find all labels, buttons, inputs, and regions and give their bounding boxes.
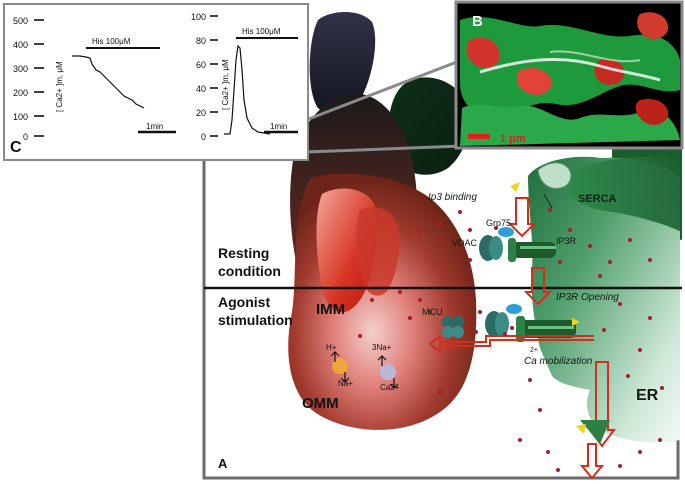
left-ytick-100: 100	[13, 112, 28, 122]
mcu-label: MCU	[422, 307, 443, 317]
ca-down-arrow	[389, 378, 399, 389]
ca-mobilization-label: Ca mobilization	[524, 356, 593, 367]
serca-pump	[510, 162, 572, 209]
right-ytick-60: 60	[196, 60, 206, 70]
na-plus-label: Na+	[338, 379, 353, 388]
na-ca-exchanger-sphere	[380, 364, 396, 380]
h-up-arrow	[330, 351, 340, 362]
vdac-channel-resting	[479, 235, 503, 261]
na-down-arrow	[340, 372, 350, 383]
right-ytick-100: 100	[191, 12, 206, 22]
right-ytick-80: 80	[196, 36, 206, 46]
mcu-channel	[442, 316, 464, 338]
panel-c-letter: C	[10, 139, 22, 156]
h-exchanger-sphere	[332, 358, 348, 374]
imm-label: IMM	[316, 301, 345, 318]
left-ytick-200: 200	[13, 88, 28, 98]
serca-label: SERCA	[578, 193, 617, 205]
agonist-label-1: Agonist	[218, 294, 270, 310]
three-na-up-arrow	[377, 355, 387, 366]
vdac-channel-open	[485, 311, 509, 337]
left-stim-label: His 100μM	[92, 37, 131, 46]
right-plot: 100 80 60 40 20 0 [ Ca2+ ]m, μM His 100μ…	[191, 12, 298, 142]
panel-a-letter: A	[218, 456, 228, 471]
er-body	[528, 156, 680, 443]
ca2-label: Ca2+	[380, 383, 400, 392]
ip3r-channel-open	[516, 316, 580, 342]
calcium-ions	[358, 208, 664, 472]
ip3r-channel-resting	[508, 238, 556, 262]
right-ytick-40: 40	[196, 84, 206, 94]
ip3r-opening-label: IP3R Opening	[556, 292, 619, 303]
right-ylabel: [ Ca2+ ]m, μM	[221, 59, 230, 110]
er-outlet-arrow	[576, 361, 616, 480]
left-ylabel: [ Ca2+ ]m, μM	[55, 61, 64, 112]
ip3r-opening-arrow	[523, 267, 553, 306]
h-plus-label: H+	[326, 343, 337, 352]
grp75-open	[506, 304, 522, 314]
ip3r-label: IP3R	[556, 236, 577, 246]
er-serca-region	[560, 156, 682, 232]
mitochondrial-crista-2	[356, 206, 400, 296]
grp75-resting	[498, 227, 514, 237]
connector-c-to-b	[305, 58, 463, 122]
omm-label: OMM	[302, 395, 339, 412]
left-trace	[72, 55, 145, 109]
left-ytick-400: 400	[13, 40, 28, 50]
right-ytick-20: 20	[196, 108, 206, 118]
grp75-label: Grp75	[486, 218, 511, 228]
left-plot: 500 400 300 200 100 0 [ Ca2+ ]m, μM His …	[13, 16, 176, 142]
right-stim-label: His 100μM	[242, 27, 281, 36]
left-scale-label: 1min	[146, 122, 163, 131]
left-ytick-0: 0	[23, 132, 28, 142]
right-scale-label: 1min	[270, 122, 287, 131]
ca-mobilization-superscript: 2+	[530, 347, 538, 354]
agonist-label-2: stimulation	[218, 312, 293, 328]
panel-b-letter: B	[472, 13, 483, 30]
resting-label-2: condition	[218, 263, 281, 279]
ip3-binding-arrow	[507, 197, 537, 238]
resting-label-1: Resting	[218, 245, 269, 261]
panel-c-frame	[3, 3, 309, 161]
er-label: ER	[636, 387, 659, 404]
ca-flux-arrow	[428, 333, 594, 355]
ip3-binding-label: Ip3 binding	[428, 192, 477, 203]
left-ytick-300: 300	[13, 64, 28, 74]
left-ytick-500: 500	[13, 16, 28, 26]
vdac-label: VDAC	[452, 238, 478, 248]
panel-b	[454, 0, 684, 150]
dark-organelle-shape	[309, 12, 376, 116]
right-ytick-0: 0	[201, 132, 206, 142]
connector-c-to-b-lower	[305, 144, 463, 154]
three-na-label: 3Na+	[372, 343, 392, 352]
right-trace	[224, 44, 271, 135]
panel-b-scale-label: 1 μm	[500, 133, 526, 145]
